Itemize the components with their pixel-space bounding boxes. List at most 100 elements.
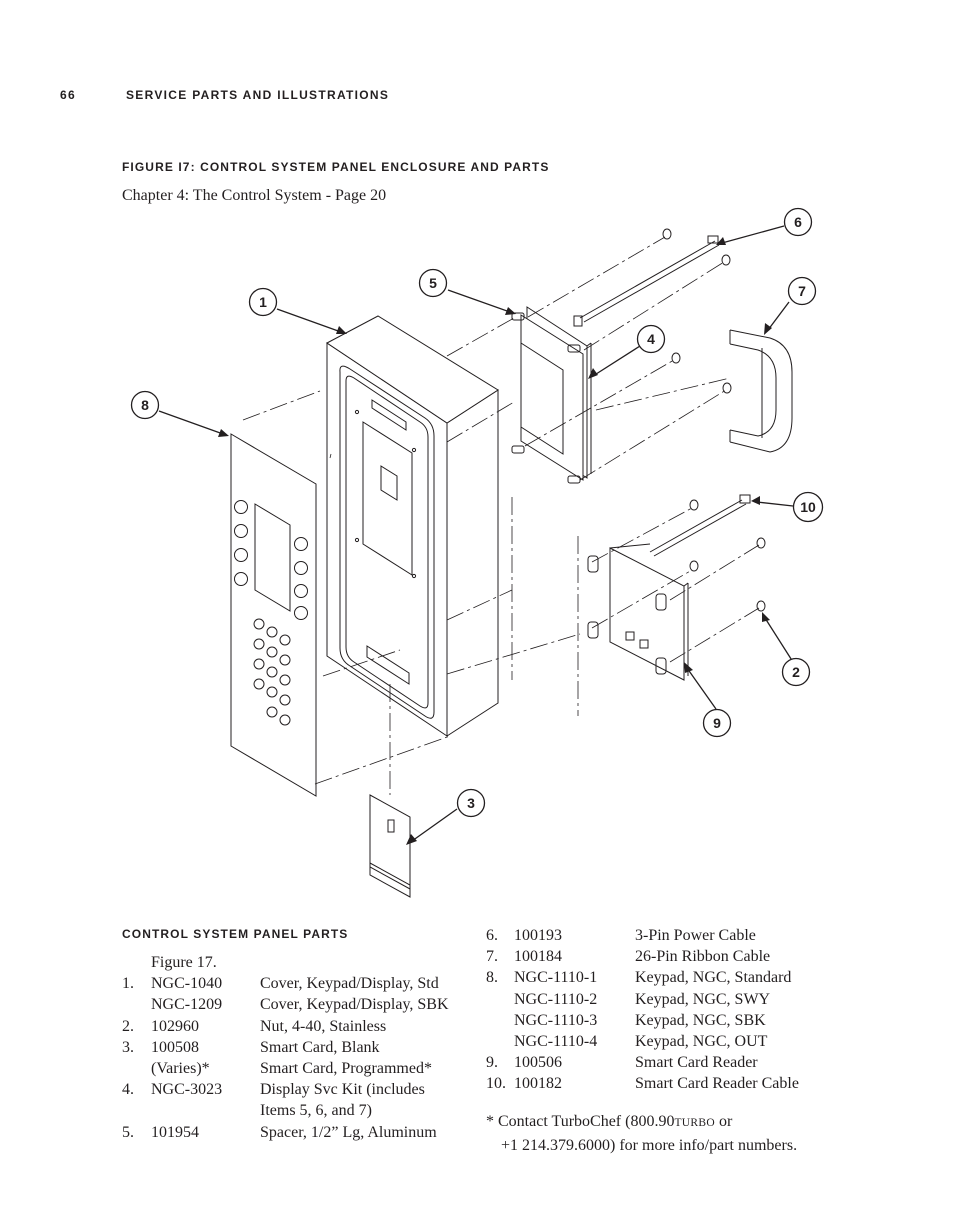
part-number: NGC-1110-3 [514,1011,598,1029]
svg-text:3: 3 [467,795,475,811]
parts-list-row: 8. NGC-1110-1 Keypad, NGC, Standard [486,967,799,988]
part-description: Keypad, NGC, OUT [635,1033,768,1051]
footnote-smallcaps: TURBO [674,1117,715,1129]
part-number: NGC-1110-1 [514,969,598,987]
part-number: 102960 [151,1017,199,1035]
callout-4: 4 [636,324,666,354]
parts-list-row: NGC-1110-4 Keypad, NGC, OUT [486,1031,799,1052]
part-description: Smart Card, Programmed* [260,1060,432,1078]
parts-list-row: NGC-1209 Cover, Keypad/Display, SBK [122,994,449,1015]
callout-5: 5 [418,268,448,298]
display-assembly [511,306,592,484]
parts-list-row: Items 5, 6, and 7) [122,1100,449,1121]
part-number: (Varies)* [151,1060,210,1078]
part-description: Keypad, NGC, SWY [635,990,771,1008]
part-number: NGC-1110-2 [514,990,598,1008]
part-number: Figure 17. [151,954,217,971]
callout-2: 2 [781,657,811,687]
part-description: Cover, Keypad/Display, SBK [260,996,449,1014]
svg-text:2: 2 [792,664,800,680]
item-number [122,994,151,1015]
item-number: 6. [486,927,498,944]
parts-list-row: NGC-1110-3 Keypad, NGC, SBK [486,1010,799,1031]
figure-reference: Chapter 4: The Control System - Page 20 [122,187,387,204]
parts-list-row: 2. 102960 Nut, 4-40, Stainless [122,1016,449,1037]
part-number: 100193 [514,927,562,944]
parts-list-row: Figure 17. [122,952,449,973]
page-number: 66 [60,88,76,102]
svg-text:6: 6 [794,214,802,230]
callout-6: 6 [783,207,813,237]
item-number: 2. [122,1017,134,1035]
footnote-line-1: * Contact TurboChef (800.90TURBO or [486,1111,797,1135]
ribbon-cable [729,329,793,453]
part-description: Cover, Keypad/Display, Std [260,975,439,993]
footnote-text-end: or [714,1113,733,1130]
item-number: 9. [486,1054,498,1072]
item-number [122,952,151,973]
callout-labels: 1 2 3 4 5 6 7 8 [130,207,824,818]
part-number: NGC-3023 [151,1081,223,1099]
part-description: Smart Card, Blank [260,1038,380,1056]
part-number: 100184 [514,948,562,966]
callout-3: 3 [456,788,486,818]
part-number: NGC-1110-4 [514,1033,598,1051]
item-number [486,1031,514,1052]
svg-text:10: 10 [800,499,816,515]
part-number: 100506 [514,1054,562,1072]
parts-list-row: NGC-1110-2 Keypad, NGC, SWY [486,989,799,1010]
callout-1: 1 [248,287,278,317]
item-number: 7. [486,948,498,966]
callout-8: 8 [130,390,160,420]
hex-nuts [662,228,766,612]
item-number: 5. [122,1123,134,1141]
part-number: NGC-1040 [151,975,223,993]
parts-list-heading: CONTROL SYSTEM PANEL PARTS [122,927,349,941]
reader-cable [649,494,751,557]
footnote: * Contact TurboChef (800.90TURBO or +1 2… [486,1111,797,1156]
item-number: 4. [122,1081,134,1099]
part-description: Nut, 4-40, Stainless [260,1017,387,1035]
part-description: Keypad, NGC, SBK [635,1011,766,1029]
part-description: Smart Card Reader [635,1054,758,1072]
item-number: 3. [122,1038,134,1056]
item-number [122,1100,151,1121]
footnote-line-2: +1 214.379.6000) for more info/part numb… [501,1136,798,1154]
item-number: 10. [486,1075,506,1093]
running-header: SERVICE PARTS AND ILLUSTRATIONS [126,88,390,102]
parts-list-row: 9. 100506 Smart Card Reader [486,1052,799,1073]
part-description: 3-Pin Power Cable [635,927,756,944]
parts-list-row: 7. 100184 26-Pin Ribbon Cable [486,946,799,967]
figure-title: FIGURE I7: CONTROL SYSTEM PANEL ENCLOSUR… [122,160,550,174]
parts-list-row: (Varies)* Smart Card, Programmed* [122,1058,449,1079]
part-number [151,1100,260,1121]
part-number: NGC-1209 [151,996,223,1014]
svg-text:5: 5 [429,275,437,291]
callout-10: 10 [792,491,824,523]
svg-text:1: 1 [259,294,267,310]
item-number [486,989,514,1010]
item-number [486,1010,514,1031]
parts-list-right: 6. 100193 3-Pin Power Cable 7. 100184 26-Pin … [486,925,799,1095]
smart-card-reader [587,543,689,681]
part-description: 26-Pin Ribbon Cable [635,948,771,966]
footnote-text: * Contact TurboChef (800.90 [486,1113,675,1130]
part-description: Keypad, NGC, Standard [635,969,792,987]
keypad-overlay [230,433,317,797]
parts-list-row: 6. 100193 3-Pin Power Cable [486,925,799,946]
callout-7: 7 [787,276,817,306]
parts-list-row: 1. NGC-1040 Cover, Keypad/Display, Std [122,973,449,994]
svg-text:7: 7 [798,283,806,299]
power-cable [579,235,720,323]
part-description: Smart Card Reader Cable [635,1075,799,1093]
item-number: 1. [122,975,134,993]
smart-card [369,794,411,898]
item-number: 8. [486,969,498,987]
svg-text:4: 4 [647,331,655,347]
svg-text:8: 8 [141,397,149,413]
